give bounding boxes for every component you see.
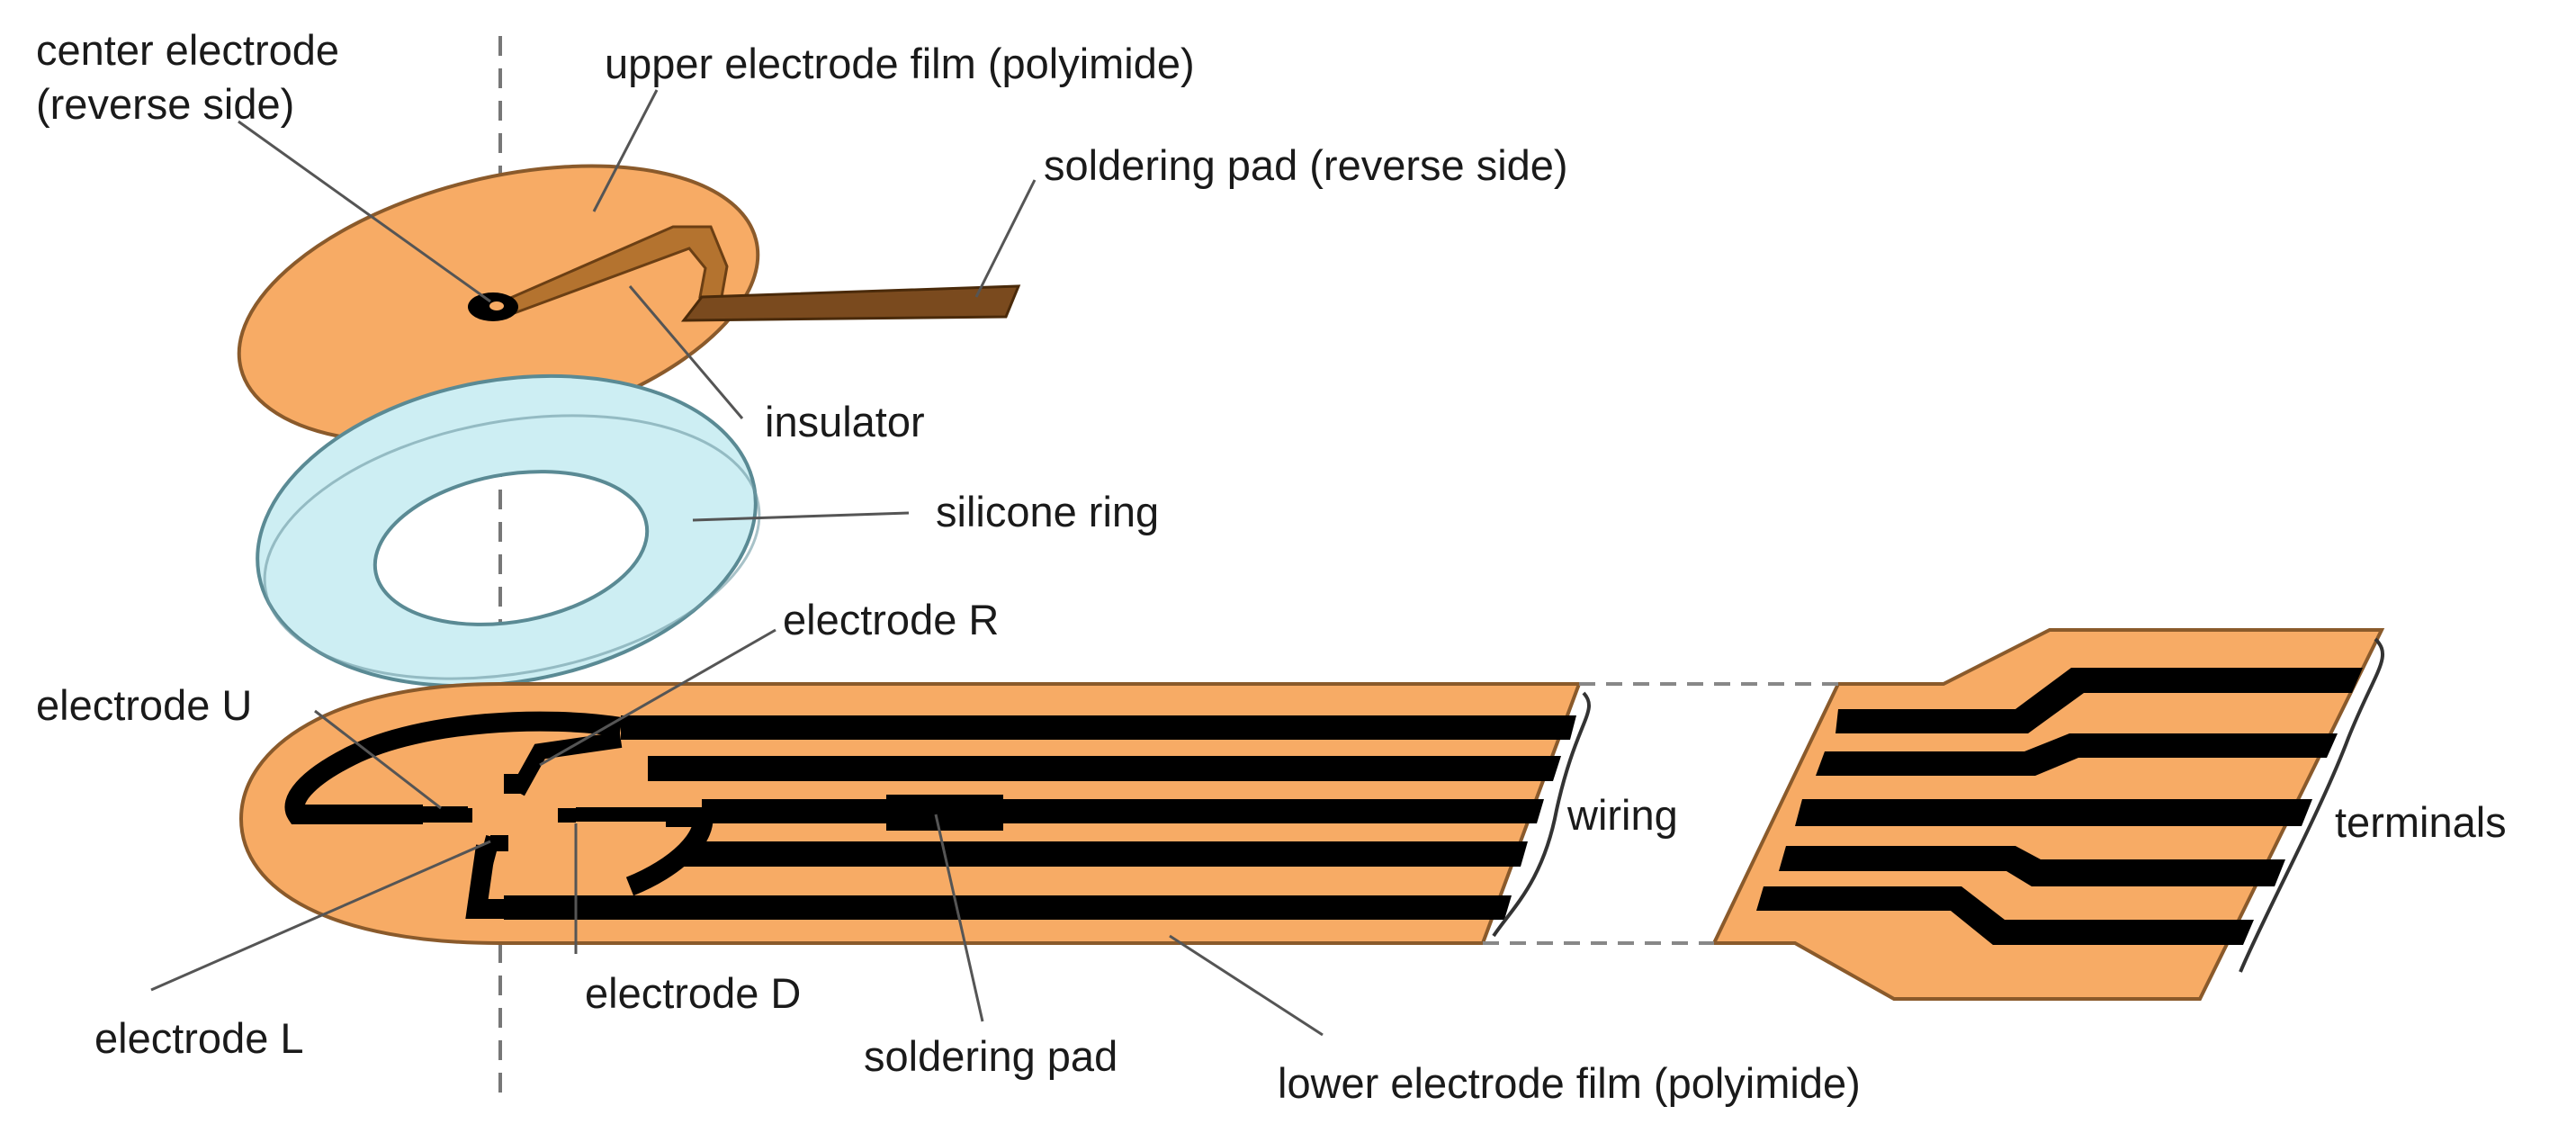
label-silicone-ring: silicone ring [936,488,1159,535]
label-center-electrode-sub: (reverse side) [36,80,294,128]
silicone-ring [256,373,761,688]
soldering-pad [886,795,1003,831]
electrode-u [284,711,623,824]
wiring-traces [504,715,1576,920]
label-upper-electrode-film: upper electrode film (polyimide) [605,40,1195,87]
label-electrode-l: electrode L [94,1014,304,1062]
terminals-bracket [2239,637,2384,973]
label-soldering-pad: soldering pad [864,1032,1117,1080]
label-lower-electrode-film: lower electrode film (polyimide) [1278,1059,1861,1107]
label-electrode-d: electrode D [585,969,801,1017]
label-terminals: terminals [2335,798,2507,846]
label-soldering-pad-reverse: soldering pad (reverse side) [1044,141,1568,189]
terminal-traces [1756,668,2363,945]
label-electrode-r: electrode R [783,596,999,643]
label-insulator: insulator [765,398,925,445]
leader-lines [150,89,1324,1037]
upper-electrode-film [237,164,1021,445]
label-electrode-u: electrode U [36,681,252,729]
electrode-r [510,732,623,796]
soldering-pad-reverse [680,284,1021,322]
label-center-electrode: center electrode [36,26,339,74]
electrode-d [625,806,714,896]
wiring-bracket [1492,691,1592,938]
label-wiring: wiring [1566,791,1678,839]
